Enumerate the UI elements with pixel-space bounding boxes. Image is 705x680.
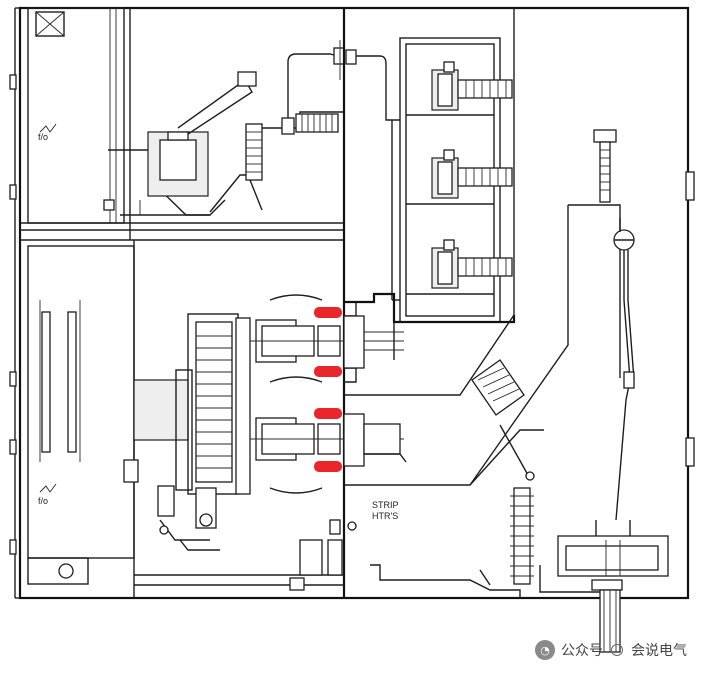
surge-arrester <box>471 359 525 416</box>
upper-primary-contact <box>250 301 404 383</box>
busbar-compartment <box>385 37 513 323</box>
lv-compartment: f/o <box>20 7 344 241</box>
highlight-lower-bottom <box>314 461 342 472</box>
watermark-name: 会说电气 <box>631 643 687 659</box>
highlight-lower-top <box>314 408 342 419</box>
svg-text:f/o: f/o <box>38 132 48 142</box>
ct-stack-top <box>593 129 635 521</box>
lower-lv-compartment: f/o <box>27 245 135 585</box>
lower-primary-contact <box>250 413 407 467</box>
breaker-mechanism <box>175 313 251 495</box>
vt-bushing <box>295 113 339 133</box>
separator-icon <box>611 644 623 656</box>
enclosure-outline <box>9 6 695 600</box>
contact-highlights <box>314 307 342 472</box>
svg-text:f/o: f/o <box>38 496 48 506</box>
vt-compartment <box>108 8 387 240</box>
busbar-support-bottom <box>406 239 513 295</box>
breaker-truck <box>157 485 220 551</box>
wechat-icon: ◔ <box>535 640 555 660</box>
cable-termination <box>557 535 669 653</box>
highlight-upper-bottom <box>314 366 342 377</box>
cable-compartment <box>344 129 669 653</box>
earthing-switch <box>499 424 535 585</box>
watermark: ◔ 公众号 会说电气 <box>535 640 687 660</box>
highlight-upper-top <box>314 307 342 318</box>
busbar-support-middle <box>406 149 513 205</box>
busbar-support-top <box>406 61 513 116</box>
vt-fuse <box>245 123 263 181</box>
watermark-account-label: 公众号 <box>561 643 603 659</box>
breaker-compartment <box>123 294 407 591</box>
